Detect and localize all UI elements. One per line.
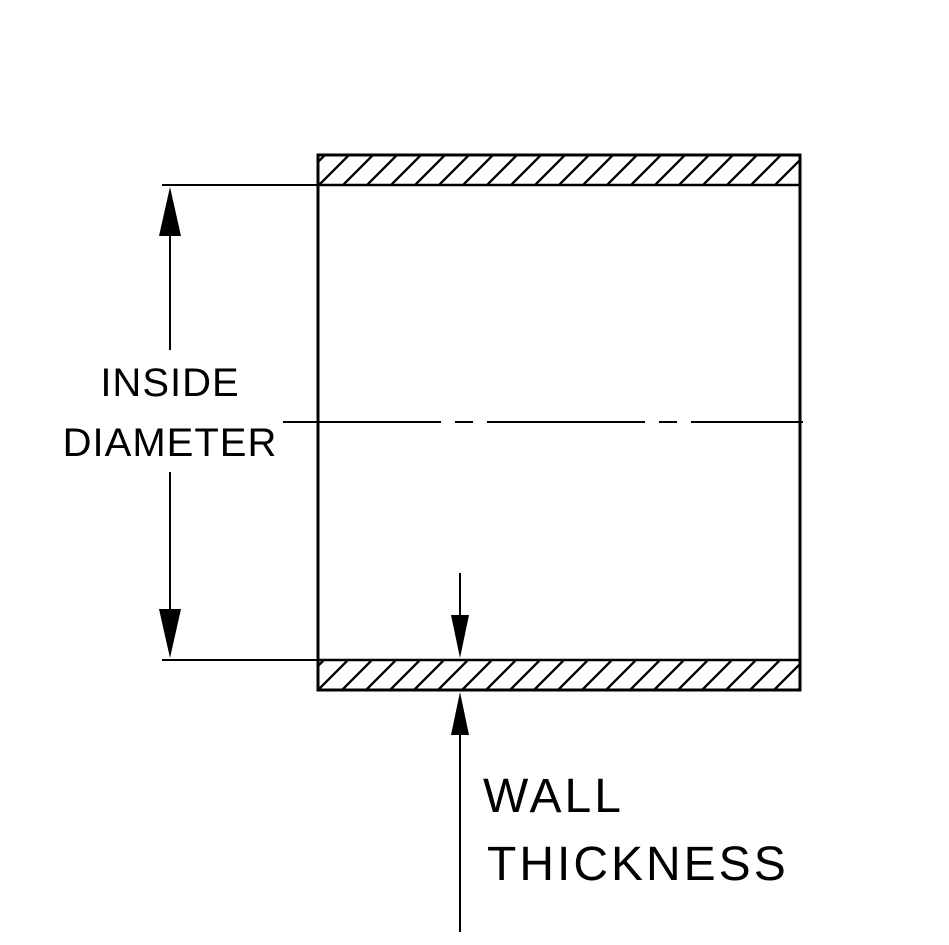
inside-diameter-label-line2: DIAMETER [63,421,278,465]
wall-thickness-arrow-down-icon [451,615,469,658]
inside-diameter-label-line1: INSIDE [100,361,239,405]
tube-top-wall-hatch [318,155,800,185]
wall-thickness-label-line2: THICKNESS [487,838,789,891]
wall-thickness-arrow-up-icon [451,692,469,735]
inside-diameter-arrow-up-icon [159,187,181,236]
wall-thickness-label-line1: WALL [483,770,624,823]
tube-bottom-wall-hatch [318,660,800,690]
inside-diameter-arrow-down-icon [159,609,181,658]
